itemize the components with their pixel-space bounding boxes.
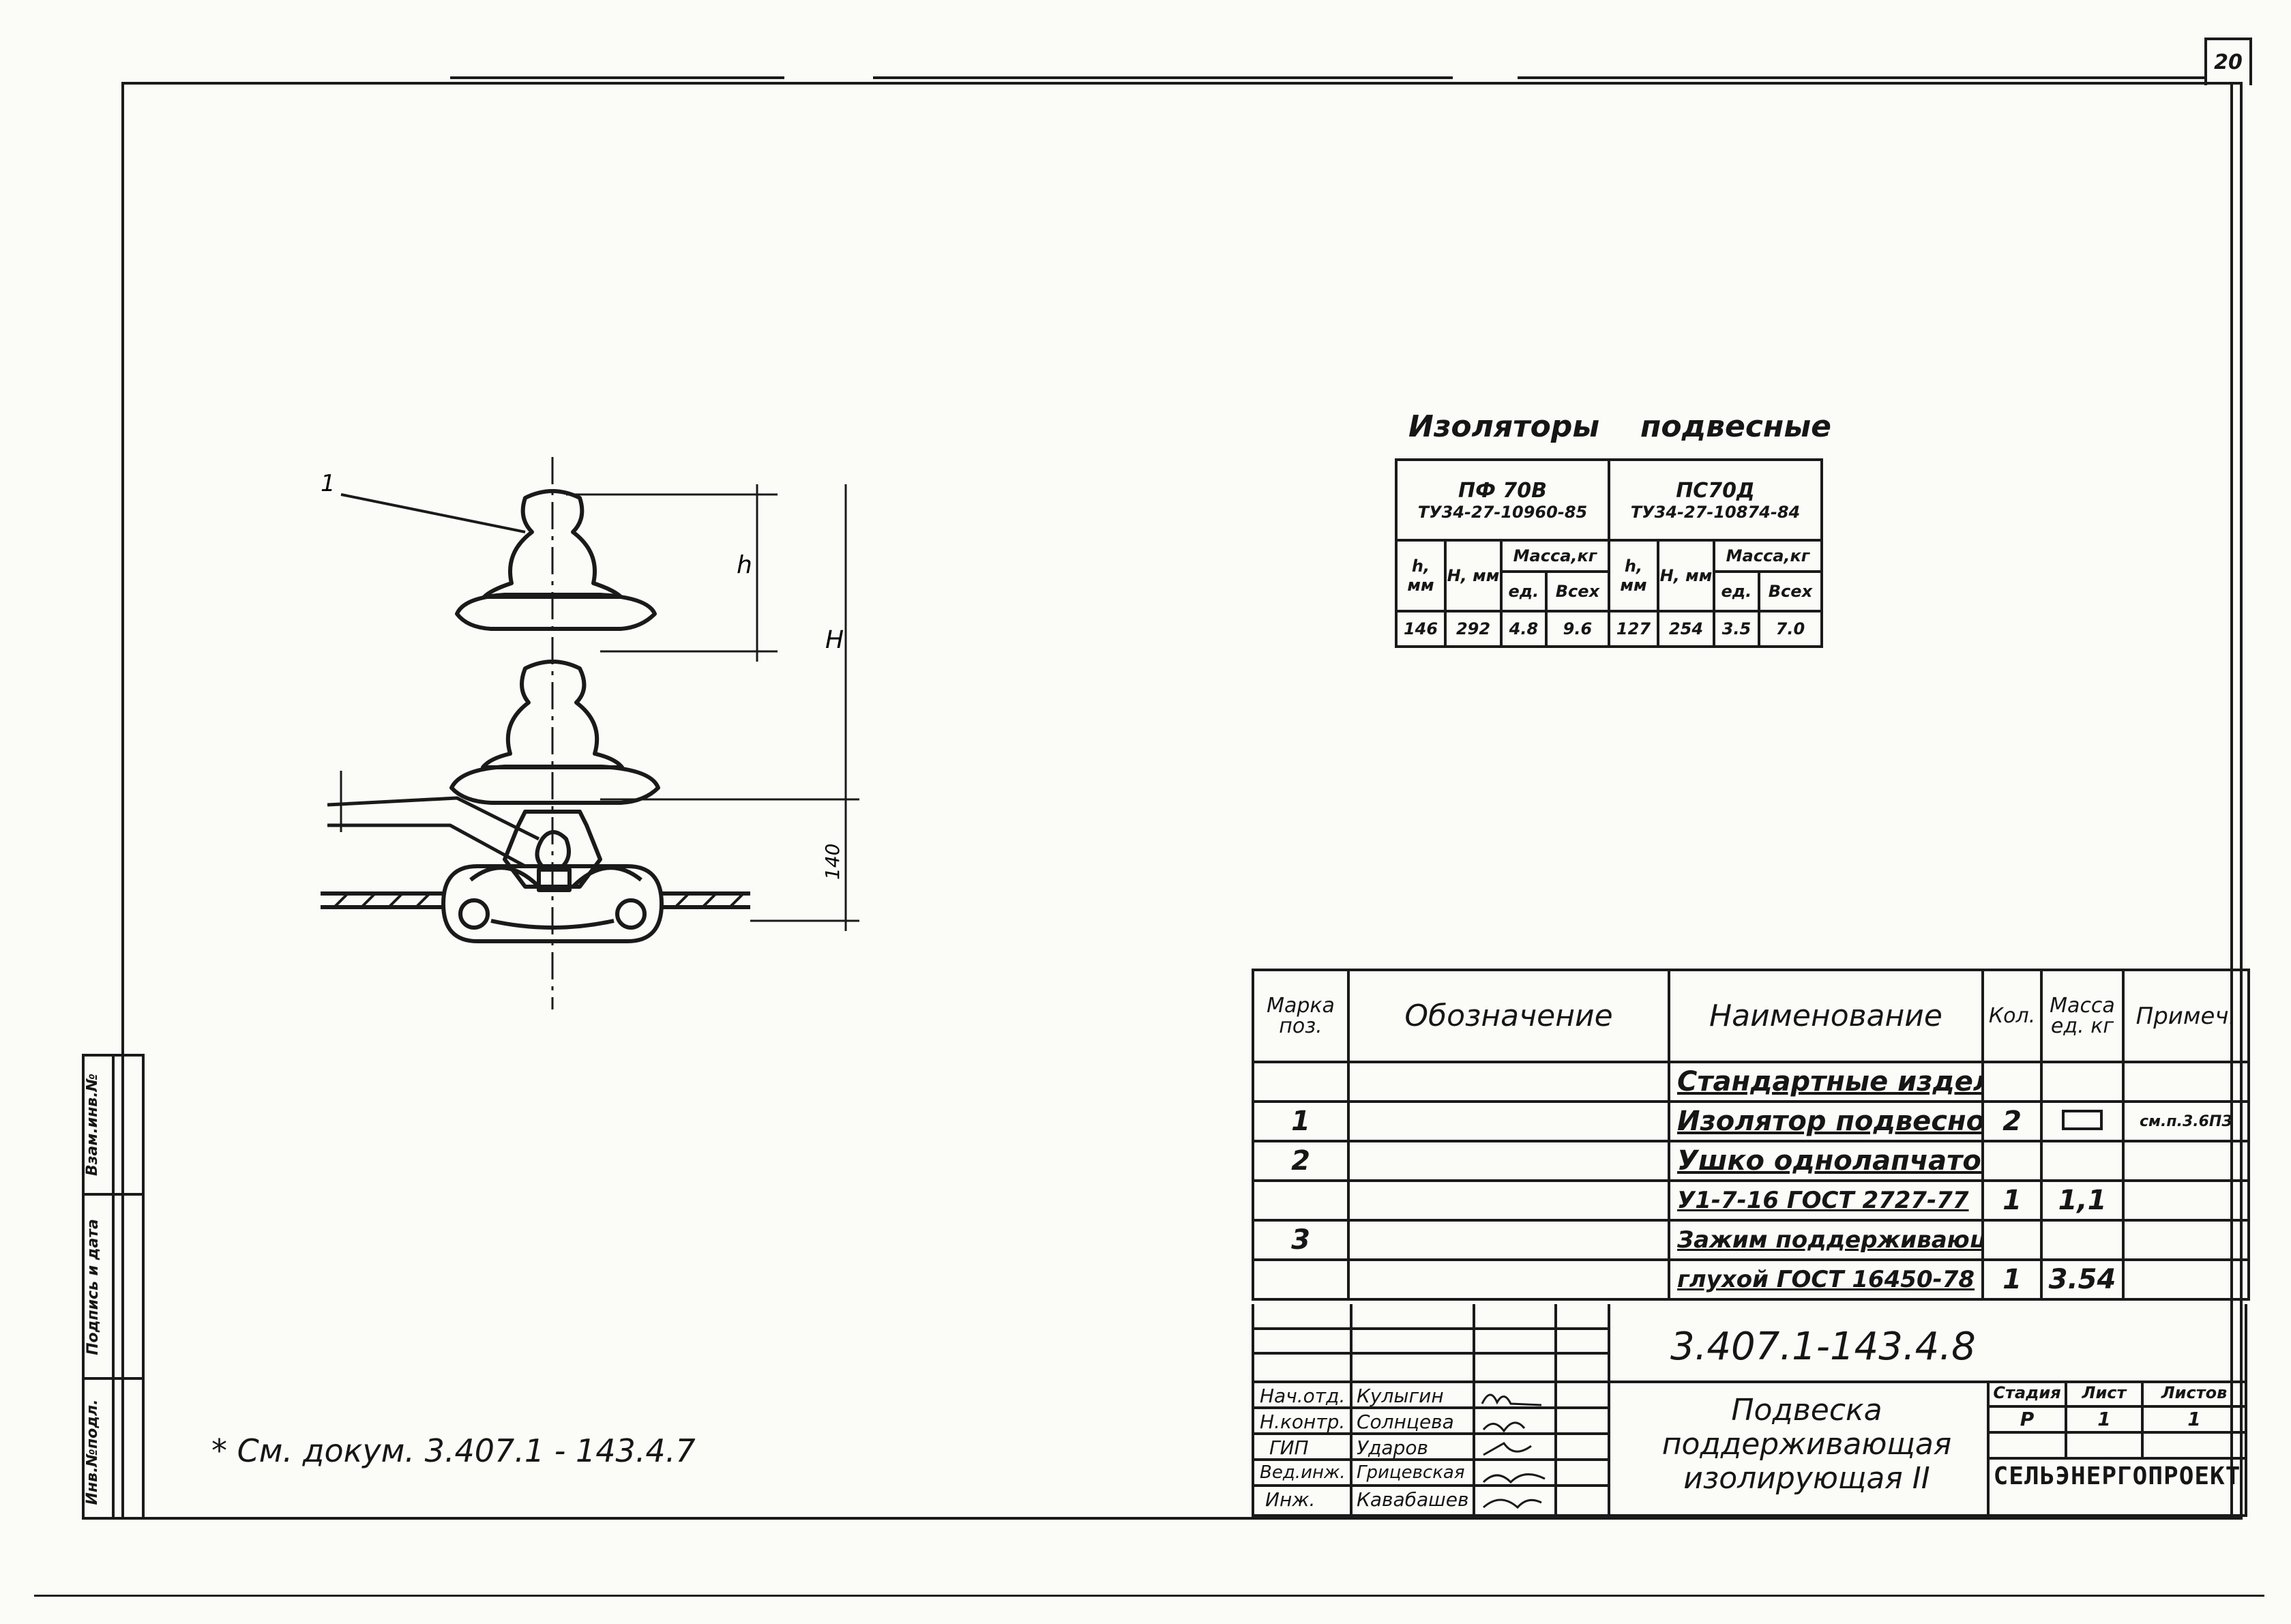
- m1-h: 146: [1395, 610, 1447, 648]
- row-qty: 1: [1981, 1258, 2043, 1301]
- stamp-replace-inv: Взам.инв.№: [84, 1073, 101, 1177]
- row-name: Ушко однолапчатое: [1668, 1140, 1984, 1182]
- mass-placeholder-box: [2040, 1100, 2125, 1142]
- stamp-signature-date: Подпись и дата: [85, 1219, 102, 1355]
- insulator-values-row: 146 292 4.8 9.6 127 254 3.5 7.0: [1395, 610, 1824, 648]
- sheet-number-box: 20: [2204, 38, 2252, 85]
- col-total-2: Всех: [1757, 570, 1824, 612]
- name-4: Кавабашев: [1357, 1488, 1469, 1511]
- m2-h: 127: [1607, 610, 1659, 648]
- dim-H: H: [825, 626, 844, 654]
- sheet-number: 20: [2214, 50, 2243, 74]
- doc-code: 3.407.1-143.4.8: [1670, 1325, 1976, 1369]
- table-row: Стандартные изделия: [1252, 1061, 2250, 1103]
- row-name: Изолятор подвесной: [1668, 1100, 1984, 1142]
- sheets-value: 1: [2187, 1408, 2201, 1430]
- table-row: глухой ГОСТ 16450-78 1 3.54: [1252, 1258, 2250, 1301]
- title-block: 3.407.1-143.4.8 Нач.отд. Кулыгин Н.контр…: [1252, 1304, 2247, 1517]
- model-2-header: ПС70Д ТУ34-27-10874-84: [1607, 458, 1824, 542]
- role-4: Инж.: [1265, 1488, 1316, 1511]
- top-edge-line: [450, 76, 784, 79]
- m2-mass-unit: 3.5: [1712, 610, 1760, 648]
- hdr-qty: Кол.: [1981, 969, 2043, 1063]
- organisation-name: СЕЛЬЭНЕРГОПРОЕКТ: [1993, 1462, 2241, 1490]
- table-row: 1 Изолятор подвесной 2 см.п.3.6ПЗ: [1252, 1100, 2250, 1142]
- insulators-title-right: подвесные: [1640, 409, 1831, 444]
- hdr-note: Примеч.: [2122, 969, 2250, 1063]
- col-mass-2: Масса,кг: [1712, 539, 1824, 573]
- frame-bottom-double: [127, 1517, 2233, 1520]
- stage-value: Р: [2020, 1408, 2035, 1430]
- row-mark: 3: [1252, 1219, 1350, 1261]
- insulators-title-left: Изоляторы: [1408, 409, 1600, 444]
- row-mark: 2: [1252, 1140, 1350, 1182]
- dim-140: 140: [821, 844, 844, 880]
- sheet-bottom-edge: [34, 1595, 2264, 1597]
- col-H: Н, мм: [1444, 539, 1503, 612]
- table-row: 3 Зажим поддерживающий: [1252, 1219, 2250, 1261]
- name-0: Кулыгин: [1357, 1385, 1444, 1407]
- hdr-mass: Масса ед. кг: [2040, 969, 2125, 1063]
- title-line-3: изолирующая II: [1683, 1461, 1930, 1496]
- role-3: Вед.инж.: [1260, 1462, 1346, 1483]
- col-unit-2: ед.: [1712, 570, 1760, 612]
- stage-label: Стадия: [1993, 1383, 2061, 1402]
- dim-h: h: [737, 551, 752, 579]
- hdr-name: Наименование: [1668, 969, 1984, 1063]
- row-qty: 2: [1981, 1100, 2043, 1142]
- side-stamp: Инв.№подл. Подпись и дата Взам.инв.№: [82, 1054, 145, 1520]
- hdr-designation: Обозначение: [1347, 969, 1670, 1063]
- row-mark: 1: [1252, 1100, 1350, 1142]
- top-edge-line: [1518, 76, 2206, 79]
- row-mass: 3.54: [2040, 1258, 2125, 1301]
- hdr-mark: Марка поз.: [1252, 969, 1350, 1063]
- table-row: 2 Ушко однолапчатое: [1252, 1140, 2250, 1182]
- row-name: У1-7-16 ГОСТ 2727-77: [1668, 1179, 1984, 1222]
- col-total: Всех: [1544, 570, 1610, 612]
- signatures: [1481, 1393, 1546, 1509]
- title-line-1: Подвеска: [1731, 1393, 1882, 1428]
- top-edge-line: [873, 76, 1453, 79]
- row-mass: 1,1: [2040, 1179, 2125, 1222]
- col-mass: Масса,кг: [1500, 539, 1610, 573]
- row-qty: 1: [1981, 1179, 2043, 1222]
- col-h: h, мм: [1395, 539, 1447, 612]
- role-2: ГИП: [1269, 1436, 1309, 1459]
- stamp-inv-orig: Инв.№подл.: [84, 1399, 101, 1505]
- col-H-2: Н, мм: [1656, 539, 1715, 612]
- row-name: глухой ГОСТ 16450-78: [1668, 1258, 1984, 1301]
- insulator-assembly-drawing: 1 h H 140: [321, 457, 859, 1009]
- model-1-header: ПФ 70В ТУ34-27-10960-85: [1395, 458, 1610, 542]
- row-note: см.п.3.6ПЗ: [2122, 1100, 2250, 1142]
- row-name: Стандартные изделия: [1668, 1061, 1984, 1103]
- specification-table: Марка поз. Обозначение Наименование Кол.…: [1252, 969, 2250, 1301]
- frame-right-double: [2230, 82, 2233, 1520]
- callout-1: 1: [321, 470, 336, 497]
- m1-mass-total: 9.6: [1544, 610, 1610, 648]
- col-unit: ед.: [1500, 570, 1548, 612]
- insulators-table: ПФ 70В ТУ34-27-10960-85 ПС70Д ТУ34-27-10…: [1395, 458, 1824, 648]
- sheet-label: Лист: [2082, 1383, 2127, 1402]
- name-1: Солнцева: [1357, 1411, 1454, 1433]
- sheets-label: Листов: [2161, 1383, 2228, 1402]
- sheet-value: 1: [2097, 1408, 2111, 1430]
- m1-mass-unit: 4.8: [1500, 610, 1548, 648]
- name-2: Ударов: [1357, 1436, 1428, 1459]
- role-0: Нач.отд.: [1260, 1385, 1346, 1407]
- table-row: У1-7-16 ГОСТ 2727-77 1 1,1: [1252, 1179, 2250, 1222]
- name-3: Грицевская: [1357, 1462, 1465, 1483]
- m2-mass-total: 7.0: [1757, 610, 1824, 648]
- title-line-2: поддерживающая: [1661, 1427, 1952, 1462]
- m1-H: 292: [1444, 610, 1503, 648]
- role-1: Н.контр.: [1260, 1411, 1346, 1433]
- spec-header-row: Марка поз. Обозначение Наименование Кол.…: [1252, 969, 2250, 1063]
- col-h-2: h, мм: [1607, 539, 1659, 612]
- m2-H: 254: [1656, 610, 1715, 648]
- row-name: Зажим поддерживающий: [1668, 1219, 1984, 1261]
- footnote: * См. докум. 3.407.1 - 143.4.7: [211, 1432, 696, 1469]
